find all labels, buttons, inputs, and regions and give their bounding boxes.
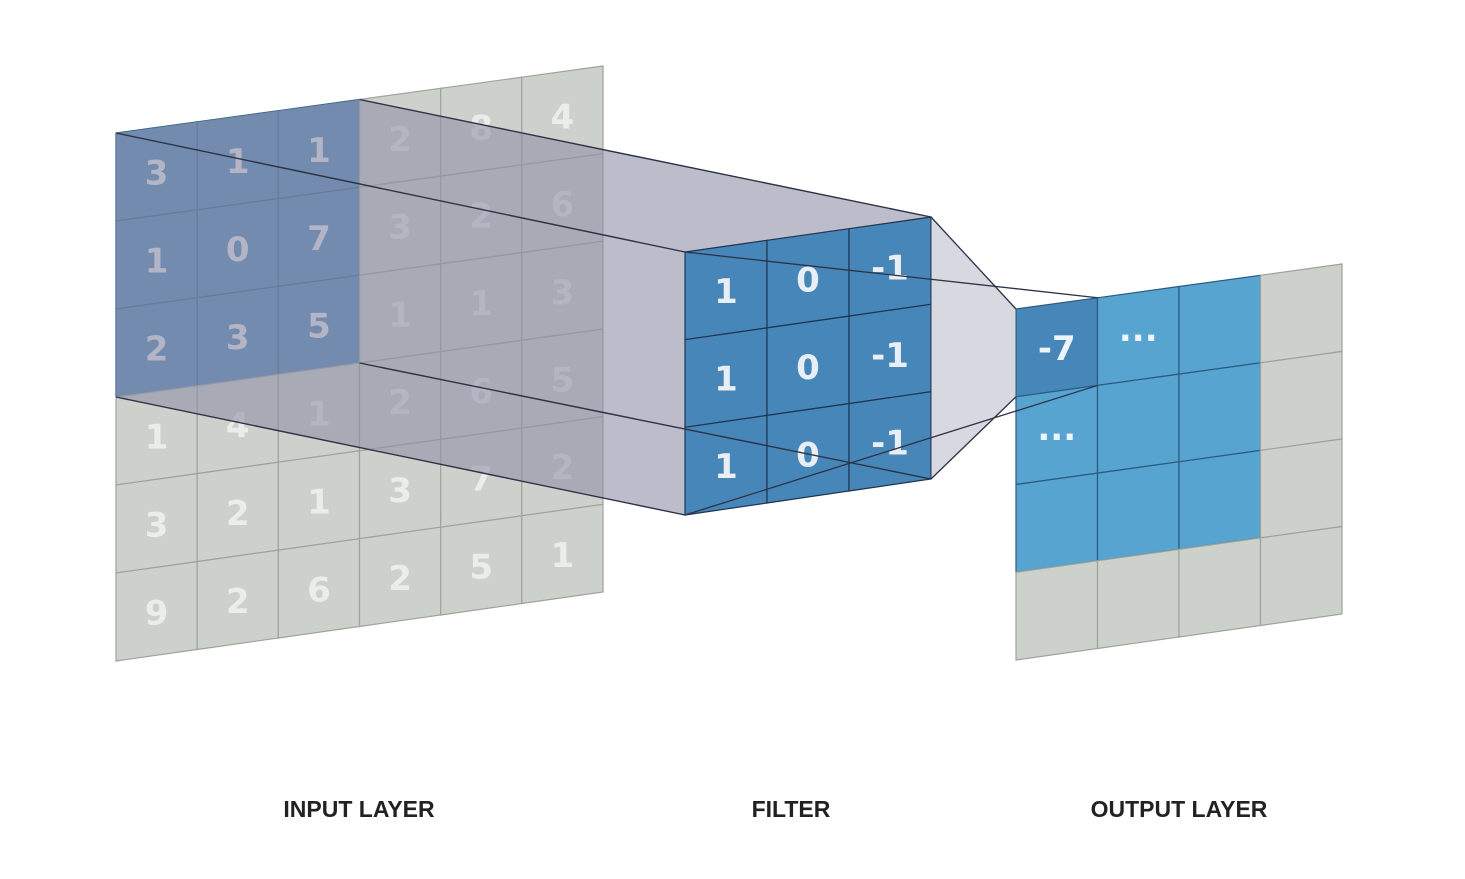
input-cell-value: 5 [469,547,493,587]
output-layer-label: OUTPUT LAYER [1091,796,1268,822]
input-cell-value: 6 [307,570,331,610]
output-cell [1096,373,1180,474]
output-cell [1259,525,1343,627]
filter-cell-value: -1 [871,423,909,463]
output-cell [1096,461,1180,562]
output-cell-value: ... [1037,409,1076,449]
input-cell-value: 1 [307,482,331,522]
output-projection-edge [684,384,1098,516]
output-projection-shade [931,217,1016,479]
filter-cell-value: 0 [796,260,820,300]
filter-cell-value: 0 [796,348,820,388]
projection-edge [359,362,932,480]
filter-cell-value: 1 [714,272,738,312]
output-cell-value: ... [1119,310,1158,350]
input-cell-value: 4 [551,97,575,137]
output-cell [1259,350,1343,452]
input-cell-value: 2 [226,582,250,622]
filter-cell-value: 1 [714,447,738,487]
filter-cell-value: -1 [871,336,909,376]
input-cell-value: 9 [145,593,169,633]
output-cell [1096,548,1180,650]
output-projection-edge [930,216,1017,310]
input-cell-value: 2 [226,494,250,534]
output-cell [1259,263,1343,364]
output-cell [1259,438,1343,539]
projection-edge [115,132,686,253]
output-projection-edge [684,251,1098,299]
filter-cell-value: 1 [714,360,738,400]
filter-cell-value: 0 [796,435,820,475]
output-cell [1015,560,1099,661]
input-layer-label: INPUT LAYER [283,796,435,822]
projection-edge [115,396,686,516]
output-layer-grid: -7...... [1015,263,1343,661]
output-cell [1178,362,1262,463]
output-cell [1178,274,1262,375]
input-cell-value: 1 [145,417,169,457]
input-cell-value: 3 [388,471,412,511]
filter-label: FILTER [752,796,831,822]
output-projection-edge [930,396,1017,480]
projection-edge [359,98,932,218]
input-cell-value: 1 [551,536,575,576]
projection-front [115,98,932,516]
input-cell [521,503,604,605]
filter-grid: 1 0 -1 1 0 -1 1 0 -1 [684,216,932,516]
output-projection-lines [684,216,1098,516]
output-cell [1015,472,1099,573]
input-cell-value: 3 [145,505,169,545]
output-cell [1178,537,1262,638]
input-cell-value: 2 [388,559,412,599]
output-cell [1178,449,1262,551]
output-cell-value: -7 [1038,329,1076,369]
filter-cell-value: -1 [871,249,909,289]
